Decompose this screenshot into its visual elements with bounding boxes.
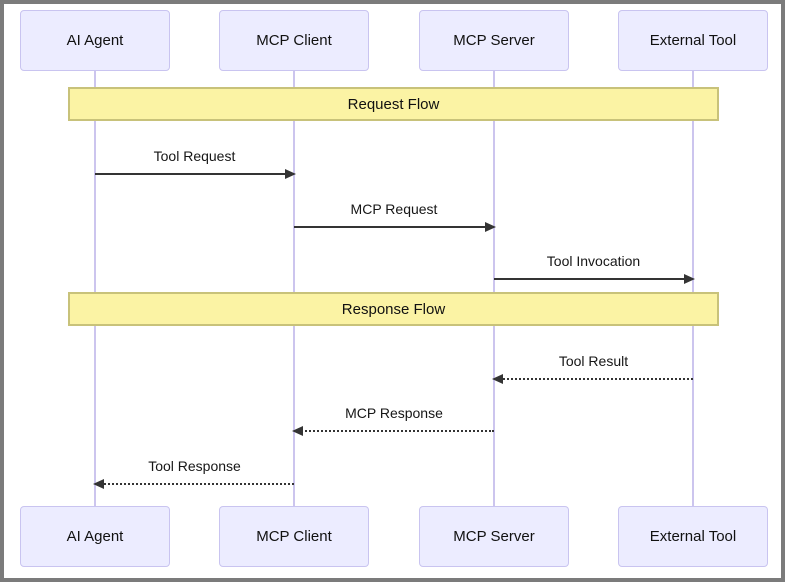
message-mcp-request: MCP Request bbox=[294, 199, 496, 232]
participant-label: AI Agent bbox=[66, 32, 124, 49]
arrow-line bbox=[292, 426, 494, 436]
arrow-line bbox=[294, 222, 496, 232]
lifeline-ai-agent bbox=[94, 71, 96, 507]
participant-ai-agent-top: AI Agent bbox=[20, 10, 170, 71]
participant-label: External Tool bbox=[649, 528, 737, 545]
arrow-line bbox=[494, 274, 695, 284]
arrowhead-left-icon bbox=[292, 426, 303, 436]
arrow-line bbox=[492, 374, 693, 384]
section-label: Request Flow bbox=[347, 95, 440, 113]
participant-mcp-server-bottom: MCP Server bbox=[419, 506, 569, 567]
arrow-line bbox=[95, 169, 296, 179]
arrow-line bbox=[93, 479, 294, 489]
participant-label: MCP Server bbox=[453, 528, 535, 545]
section-label: Response Flow bbox=[341, 300, 446, 318]
participant-mcp-client-bottom: MCP Client bbox=[219, 506, 369, 567]
message-label: Tool Response bbox=[148, 458, 241, 474]
message-label: Tool Request bbox=[153, 148, 236, 164]
message-tool-request: Tool Request bbox=[95, 146, 296, 179]
message-label: Tool Result bbox=[558, 353, 629, 369]
arrowhead-right-icon bbox=[485, 222, 496, 232]
participant-label: MCP Client bbox=[256, 32, 332, 49]
message-mcp-response: MCP Response bbox=[292, 403, 494, 436]
participant-ai-agent-bottom: AI Agent bbox=[20, 506, 170, 567]
participant-label: External Tool bbox=[649, 32, 737, 49]
lifeline-external-tool bbox=[692, 71, 694, 507]
message-tool-response: Tool Response bbox=[93, 456, 294, 489]
message-tool-result: Tool Result bbox=[492, 351, 693, 384]
lifeline-mcp-server bbox=[493, 71, 495, 507]
arrowhead-left-icon bbox=[93, 479, 104, 489]
participant-mcp-server-top: MCP Server bbox=[419, 10, 569, 71]
arrowhead-left-icon bbox=[492, 374, 503, 384]
arrowhead-right-icon bbox=[285, 169, 296, 179]
participant-external-tool-top: External Tool bbox=[618, 10, 768, 71]
message-label: MCP Response bbox=[345, 405, 443, 421]
message-label: Tool Invocation bbox=[546, 253, 641, 269]
arrowhead-right-icon bbox=[684, 274, 695, 284]
lifeline-mcp-client bbox=[293, 71, 295, 507]
participant-external-tool-bottom: External Tool bbox=[618, 506, 768, 567]
participant-label: MCP Client bbox=[256, 528, 332, 545]
message-label: MCP Request bbox=[350, 201, 438, 217]
participant-label: AI Agent bbox=[66, 528, 124, 545]
participant-mcp-client-top: MCP Client bbox=[219, 10, 369, 71]
message-tool-invocation: Tool Invocation bbox=[494, 251, 695, 284]
section-request-flow: Request Flow bbox=[68, 87, 719, 121]
participant-label: MCP Server bbox=[453, 32, 535, 49]
section-response-flow: Response Flow bbox=[68, 292, 719, 326]
